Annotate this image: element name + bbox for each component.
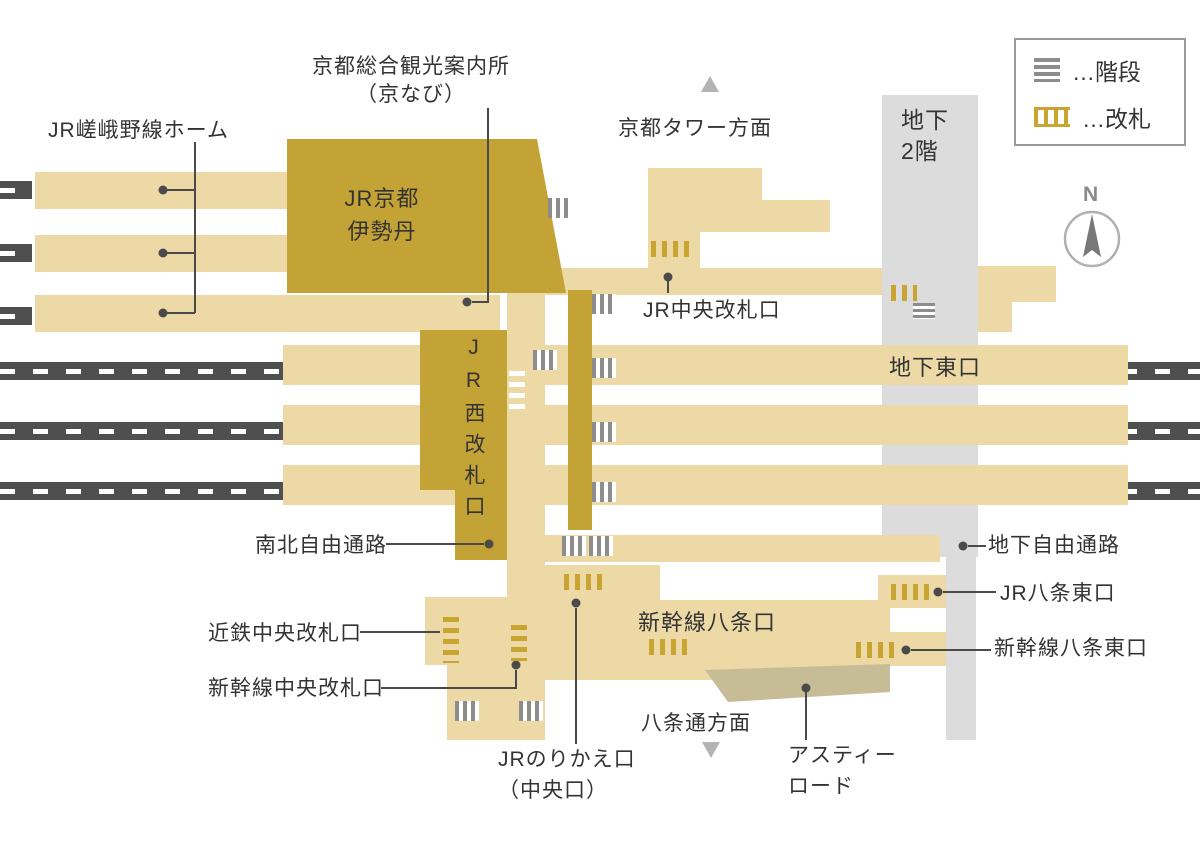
legend-box: …階段 …改札: [1014, 38, 1186, 146]
leader-sagano: [163, 142, 196, 314]
label-shinkansen-hachijo-east-exit: 新幹線八条東口: [994, 637, 1148, 660]
stairs-icon: [519, 701, 543, 721]
label-isetan-line1: JR京都: [344, 186, 420, 211]
compass-icon: [1063, 210, 1121, 268]
east-block-upper: [978, 266, 1056, 302]
label-isetan: JR京都 伊勢丹: [296, 182, 468, 248]
label-jr-central-gate: JR中央改札口: [643, 299, 781, 322]
gate-icon: [1034, 107, 1070, 127]
asty-road-shape: [705, 664, 890, 702]
label-sagano-platforms: JR嵯峨野線ホーム: [48, 119, 230, 142]
overpass-strip: [568, 290, 592, 530]
track-stub-2: [0, 244, 32, 262]
leader-shinkansen-central-gate: [381, 670, 517, 689]
stairs-icon: [562, 536, 586, 556]
label-jr-hachijo-east-exit: JR八条東口: [1000, 582, 1116, 605]
label-asty-road: アスティー ロード: [788, 740, 897, 802]
jr-west-gate-block: [420, 330, 507, 560]
stairs-icon: [592, 422, 616, 442]
sagano-platform-3: [35, 295, 500, 332]
label-jr-transfer-line1: JRのりかえ口: [498, 748, 636, 771]
label-shinkansen-hachijo-exit: 新幹線八条口: [638, 610, 777, 635]
gate-icon-underground-east: [891, 285, 917, 301]
label-underground-east-exit: 地下東口: [889, 355, 982, 380]
stairs-icon: [592, 358, 616, 378]
legend-row-gate: …改札: [1034, 100, 1184, 134]
gate-icon-shinkansen-hachijo-east: [856, 642, 898, 658]
compass-north-label: N: [1083, 183, 1099, 206]
track-stub-1: [0, 181, 32, 199]
stairs-icon: [589, 536, 613, 556]
isetan-building: [287, 139, 566, 293]
label-info-center-line1: 京都総合観光案内所: [312, 55, 510, 78]
east-block-lower: [978, 302, 1012, 332]
stairs-icon: [533, 350, 557, 370]
legend-gate-label: …改札: [1082, 106, 1151, 132]
label-kyoto-tower: 京都タワー方面: [618, 117, 772, 140]
stairs-icon: [592, 294, 616, 314]
north-concourse-lower: [648, 200, 830, 232]
legend-row-stairs: …階段: [1034, 53, 1184, 87]
gate-icon-jr-transfer: [564, 574, 602, 590]
gate-icon-kintetsu-central: [443, 617, 459, 663]
stairs-icon: [592, 482, 616, 502]
label-isetan-line2: 伊勢丹: [347, 219, 417, 244]
underground-passage-strip: [946, 557, 976, 740]
legend-stairs-label: …階段: [1072, 59, 1141, 85]
gate-icon-shinkansen-hachijo: [649, 639, 693, 655]
stairs-icon: [548, 198, 572, 218]
label-asty-line1: アスティー: [788, 744, 897, 767]
gate-icon-jr-central: [651, 241, 693, 257]
label-jr-transfer-line2: （中央口）: [498, 779, 608, 802]
label-info-center: 京都総合観光案内所 （京なび）: [283, 53, 539, 109]
label-basement-2f: 地下 2階: [901, 105, 949, 167]
label-basement-line2: 2階: [901, 138, 939, 164]
gate-icon-shinkansen-central: [511, 625, 527, 661]
label-jr-transfer-gate: JRのりかえ口 （中央口）: [498, 744, 636, 806]
gate-icon-jr-west: [509, 371, 525, 409]
up-arrow-icon: [701, 76, 719, 92]
stairs-icon: [455, 701, 479, 721]
label-hachijo-street: 八条通方面: [641, 712, 751, 735]
stairs-icon: [913, 303, 935, 319]
track-stub-3: [0, 307, 32, 325]
label-asty-line2: ロード: [788, 775, 854, 798]
leader-info-center: [472, 108, 489, 303]
label-basement-line1: 地下: [901, 107, 949, 133]
label-shinkansen-central-gate: 新幹線中央改札口: [208, 677, 384, 700]
gate-icon-jr-hachijo-east: [891, 584, 933, 600]
label-info-center-line2: （京なび）: [356, 83, 466, 106]
down-arrow-icon: [702, 742, 720, 758]
stairs-icon: [1034, 58, 1060, 82]
label-jr-west-gate: JR西改札口: [462, 336, 485, 526]
label-north-south-passage: 南北自由通路: [255, 534, 387, 557]
label-underground-passage: 地下自由通路: [988, 534, 1120, 557]
leader-dots: [158, 185, 968, 693]
label-kintetsu-central-gate: 近鉄中央改札口: [208, 622, 362, 645]
north-concourse-upper: [648, 168, 762, 200]
